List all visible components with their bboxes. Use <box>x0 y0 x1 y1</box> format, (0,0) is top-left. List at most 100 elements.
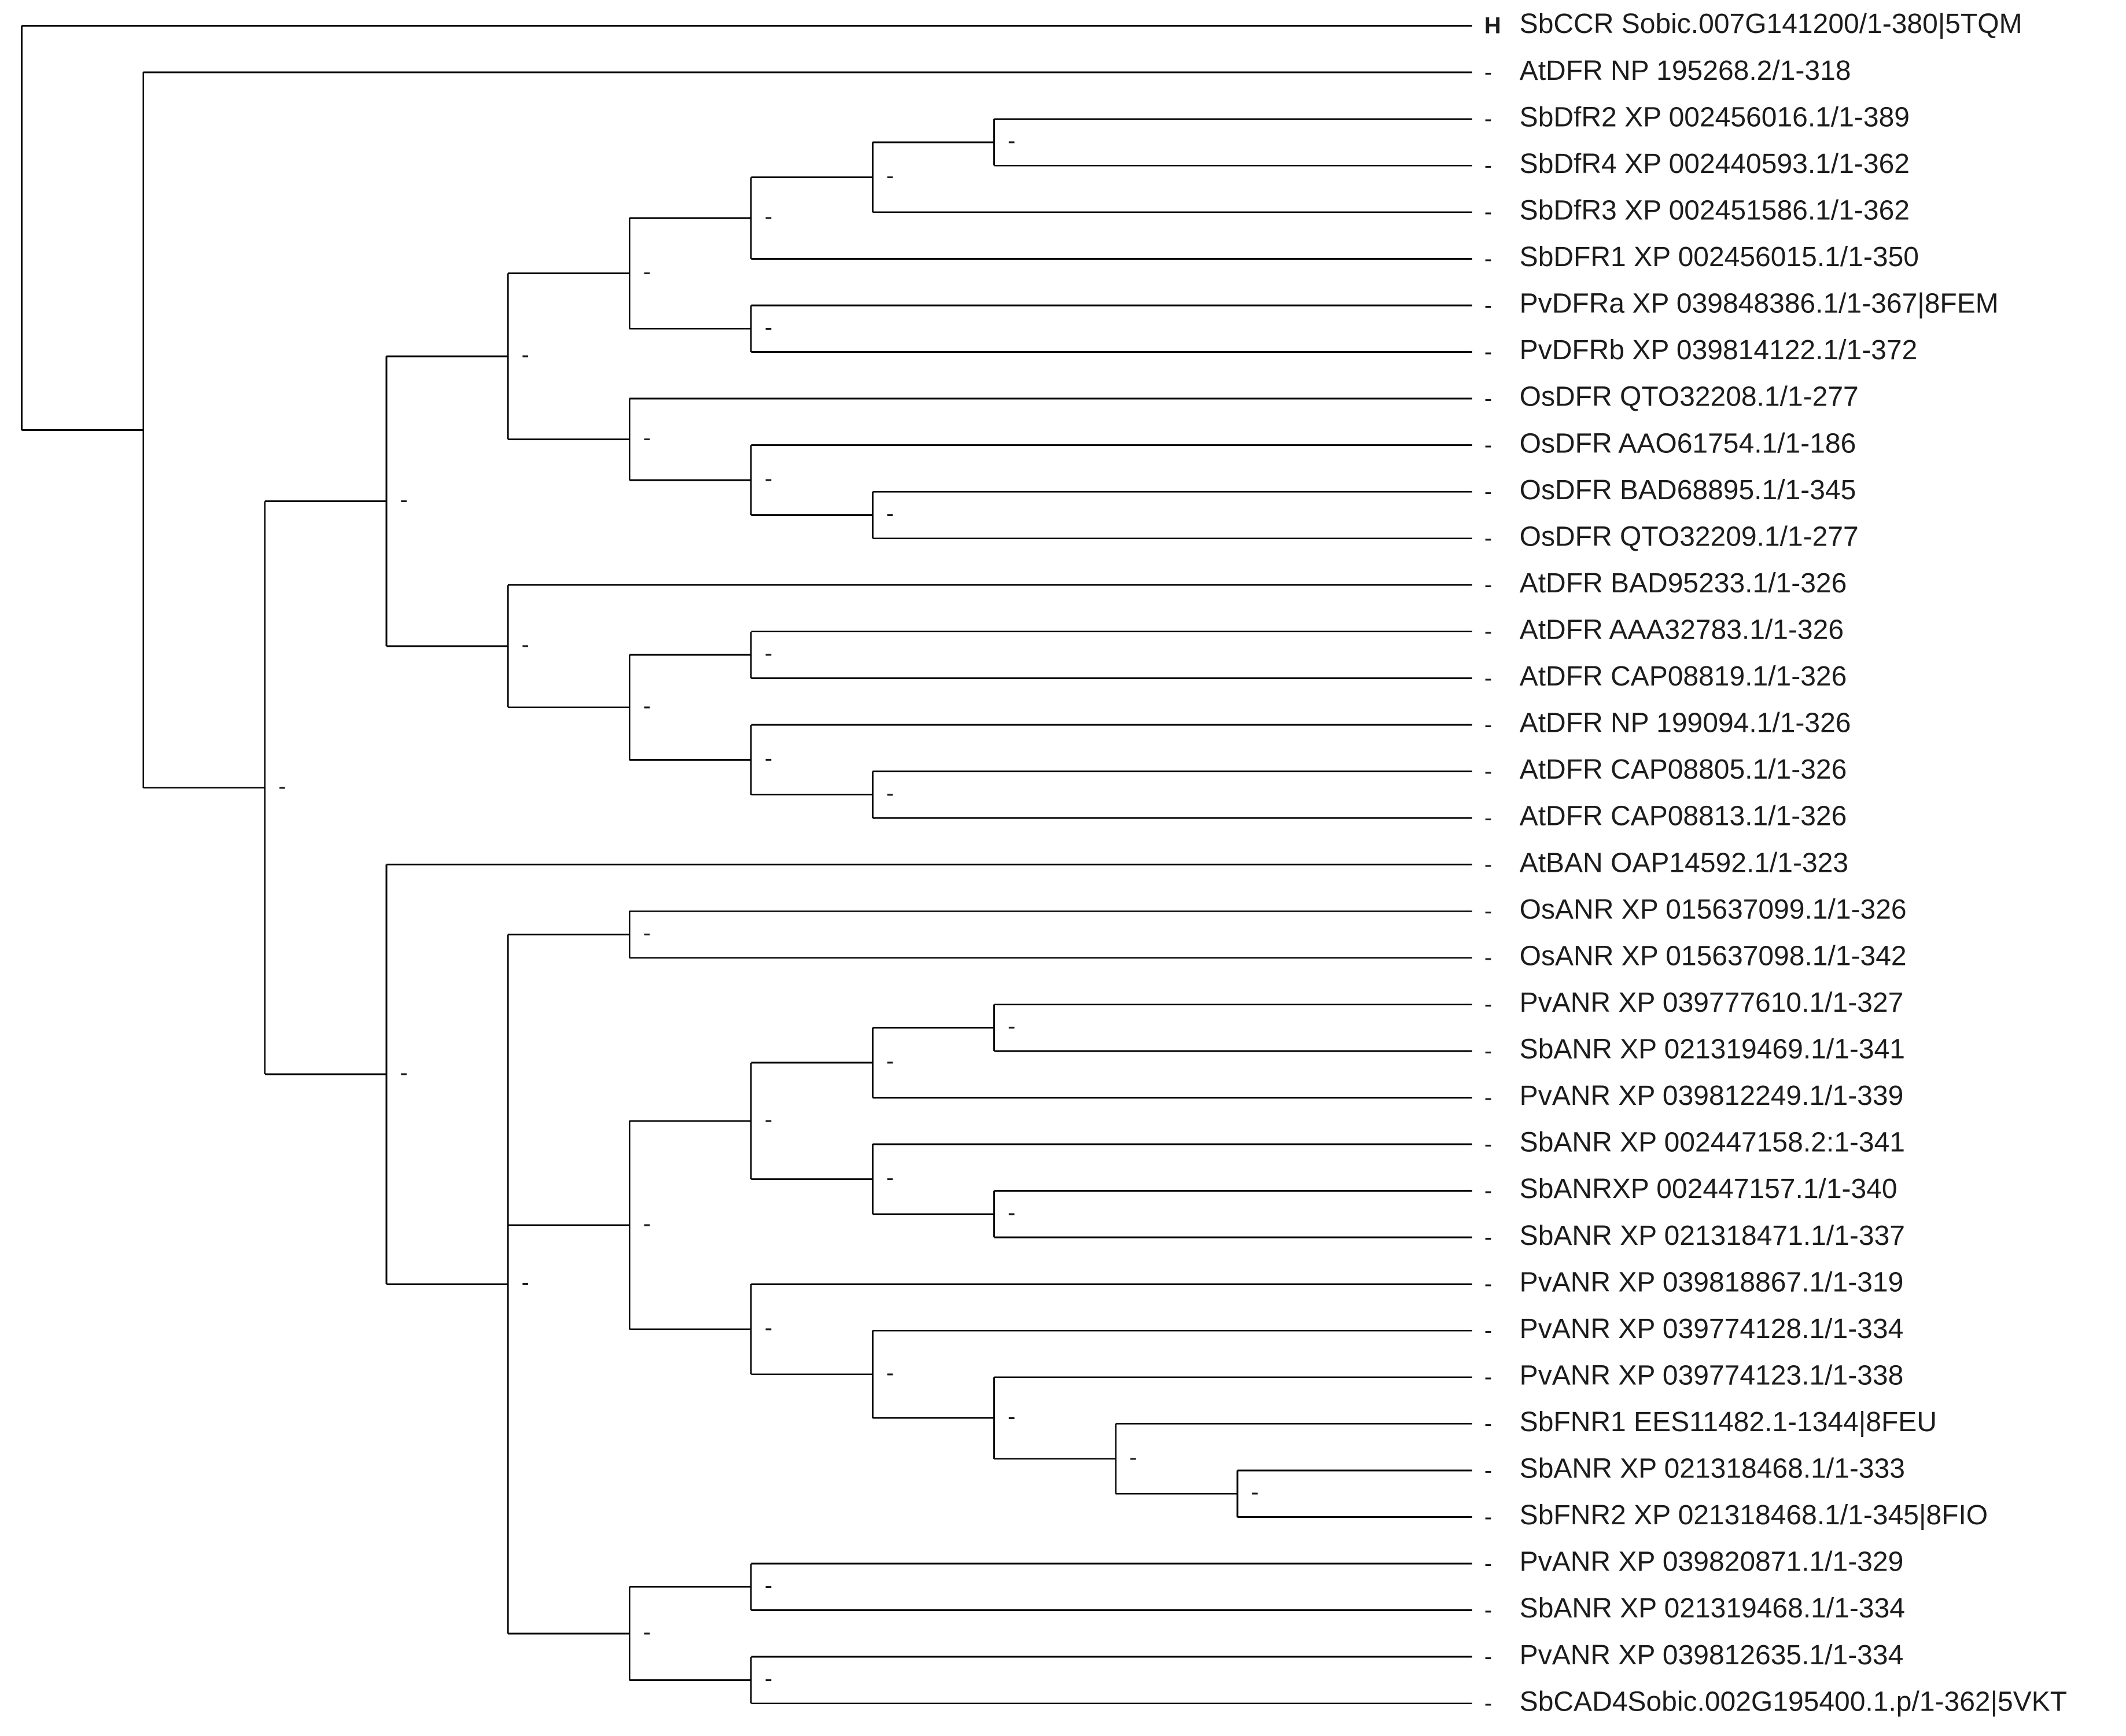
tip-marker: - <box>1484 479 1492 504</box>
leaf-label: SbANR XP 021318468.1/1-333 <box>1520 1454 1905 1484</box>
tip-marker: - <box>1484 1318 1492 1343</box>
node-support-mark: - <box>643 259 651 285</box>
node-support-mark: - <box>643 1211 651 1236</box>
node-support-mark: - <box>400 1060 407 1086</box>
tip-marker: - <box>1484 200 1492 225</box>
tip-marker: - <box>1484 1271 1492 1297</box>
node-support-mark: - <box>765 1573 772 1598</box>
leaf-label: SbDfR4 XP 002440593.1/1-362 <box>1520 149 1910 179</box>
tip-marker: - <box>1484 898 1492 924</box>
node-support-mark: - <box>886 1165 894 1190</box>
node-support-mark: - <box>1008 1200 1015 1225</box>
node-support-mark: - <box>765 315 772 340</box>
tip-marker: - <box>1484 1644 1492 1669</box>
tip-marker: - <box>1484 153 1492 178</box>
node-support-mark: - <box>886 1049 894 1074</box>
leaf-label: SbANR XP 002447158.2:1-341 <box>1520 1127 1905 1158</box>
leaf-label: AtDFR BAD95233.1/1-326 <box>1520 568 1847 599</box>
leaf-label: OsDFR BAD68895.1/1-345 <box>1520 475 1856 506</box>
tip-marker: - <box>1484 758 1492 784</box>
leaf-label: OsDFR AAO61754.1/1-186 <box>1520 428 1856 459</box>
leaf-label: PvANR XP 039812635.1/1-334 <box>1520 1640 1904 1671</box>
node-support-mark: - <box>400 487 407 513</box>
tip-marker: - <box>1484 1225 1492 1250</box>
leaf-label: AtDFR CAP08813.1/1-326 <box>1520 801 1847 832</box>
tip-marker: - <box>1484 339 1492 364</box>
node-support-mark: - <box>1008 1013 1015 1039</box>
leaf-label: OsDFR QTO32208.1/1-277 <box>1520 382 1859 412</box>
tip-marker: - <box>1484 572 1492 598</box>
leaf-label: SbANR XP 021319469.1/1-341 <box>1520 1034 1905 1065</box>
tip-marker: - <box>1484 1597 1492 1623</box>
node-support-mark: - <box>278 773 286 799</box>
leaf-label: OsANR XP 015637098.1/1-342 <box>1520 941 1907 971</box>
tip-marker: - <box>1484 1691 1492 1716</box>
tip-marker: - <box>1484 526 1492 551</box>
node-support-mark: - <box>522 632 529 658</box>
tip-marker: - <box>1484 293 1492 318</box>
node-support-mark: - <box>643 1619 651 1645</box>
leaf-label: AtDFR AAA32783.1/1-326 <box>1520 615 1844 646</box>
leaf-label: OsDFR QTO32209.1/1-277 <box>1520 521 1859 552</box>
node-support-mark: - <box>765 1107 772 1132</box>
leaf-label: AtDFR CAP08819.1/1-326 <box>1520 661 1847 692</box>
node-support-mark: - <box>1251 1480 1258 1505</box>
node-support-mark: - <box>886 780 894 806</box>
leaf-label: AtDFR NP 199094.1/1-326 <box>1520 708 1851 739</box>
tip-marker: - <box>1484 386 1492 411</box>
leaf-label: PvANR XP 039774123.1/1-338 <box>1520 1360 1904 1391</box>
leaf-label: PvDFRb XP 039814122.1/1-372 <box>1520 335 1918 366</box>
node-support-mark: - <box>765 204 772 229</box>
node-support-mark: - <box>765 1666 772 1691</box>
leaf-label: AtDFR CAP08805.1/1-326 <box>1520 754 1847 785</box>
leaf-label: SbDfR2 XP 002456016.1/1-389 <box>1520 102 1910 132</box>
node-support-mark: - <box>643 920 651 946</box>
node-support-mark: - <box>1129 1444 1137 1470</box>
leaf-label: SbANRXP 002447157.1/1-340 <box>1520 1174 1897 1204</box>
node-support-mark: - <box>522 1270 529 1295</box>
tip-marker: - <box>1484 1458 1492 1483</box>
leaf-label: PvANR XP 039777610.1/1-327 <box>1520 987 1904 1018</box>
tip-marker: - <box>1484 852 1492 878</box>
leaf-label: SbANR XP 021318471.1/1-337 <box>1520 1221 1905 1251</box>
node-support-mark: - <box>522 342 529 368</box>
leaf-label: PvDFRa XP 039848386.1/1-367|8FEM <box>1520 289 1999 319</box>
node-support-mark: - <box>886 501 894 526</box>
tip-marker: - <box>1484 1411 1492 1436</box>
leaf-label: SbANR XP 021319468.1/1-334 <box>1520 1593 1905 1624</box>
tip-marker: - <box>1484 665 1492 691</box>
tip-marker: - <box>1484 1551 1492 1576</box>
node-support-mark: - <box>886 1360 894 1385</box>
leaf-label: SbDfR3 XP 002451586.1/1-362 <box>1520 195 1910 226</box>
leaf-label: SbCAD4Sobic.002G195400.1.p/1-362|5VKT <box>1520 1686 2067 1717</box>
tip-marker: - <box>1484 1085 1492 1110</box>
tip-marker: - <box>1484 712 1492 738</box>
node-support-mark: - <box>765 1315 772 1340</box>
node-support-marks: --------------------------------- <box>278 128 1258 1691</box>
node-support-mark: - <box>1008 1404 1015 1429</box>
tip-marker: - <box>1484 619 1492 644</box>
tip-marker: - <box>1484 60 1492 85</box>
node-support-mark: - <box>886 163 894 189</box>
leaf-label: OsANR XP 015637099.1/1-326 <box>1520 894 1907 925</box>
node-support-mark: - <box>643 425 651 451</box>
leaf-label: PvANR XP 039774128.1/1-334 <box>1520 1314 1904 1344</box>
leaf-label: PvANR XP 039818867.1/1-319 <box>1520 1267 1904 1298</box>
node-support-mark: - <box>765 746 772 771</box>
tip-marker: - <box>1484 1504 1492 1529</box>
tip-marker: - <box>1484 992 1492 1017</box>
tree-branches <box>21 25 1472 1705</box>
leaf-label: PvANR XP 039812249.1/1-339 <box>1520 1081 1904 1111</box>
leaf-label: AtDFR NP 195268.2/1-318 <box>1520 56 1851 86</box>
leaf-label: AtBAN OAP14592.1/1-323 <box>1520 847 1848 878</box>
tip-marker: - <box>1484 1131 1492 1157</box>
tip-marker: - <box>1484 805 1492 831</box>
tip-marker: - <box>1484 945 1492 971</box>
node-support-mark: - <box>1008 128 1015 154</box>
node-support-mark: - <box>643 693 651 718</box>
leaf-label: SbDFR1 XP 002456015.1/1-350 <box>1520 242 1919 272</box>
leaf-label: SbCCR Sobic.007G141200/1-380|5TQM <box>1520 9 2022 39</box>
node-support-mark: - <box>765 641 772 666</box>
